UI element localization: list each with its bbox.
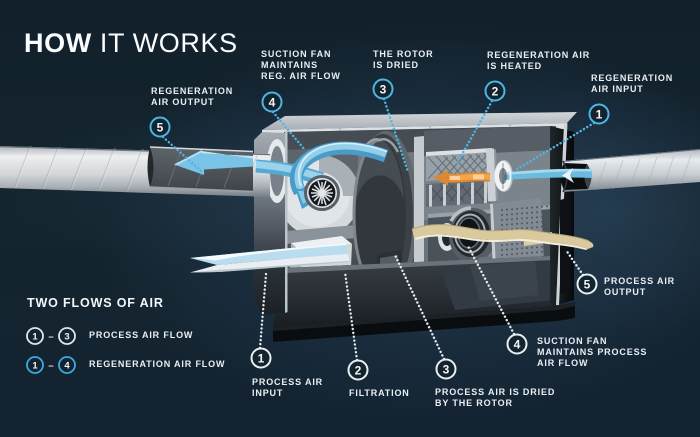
svg-text:1: 1 [596,108,603,122]
svg-text:4: 4 [514,338,521,352]
svg-text:2: 2 [355,364,362,378]
svg-text:5: 5 [157,121,164,135]
svg-text:4: 4 [269,96,276,110]
svg-text:2: 2 [492,85,499,99]
svg-text:4: 4 [64,361,70,372]
svg-text:1: 1 [32,332,38,343]
svg-text:3: 3 [64,332,69,343]
svg-text:1: 1 [258,352,265,366]
svg-text:5: 5 [584,278,591,292]
svg-text:–: – [48,361,53,372]
svg-text:1: 1 [32,361,38,372]
svg-text:–: – [48,332,53,343]
svg-text:3: 3 [443,363,450,377]
svg-text:3: 3 [380,83,387,97]
